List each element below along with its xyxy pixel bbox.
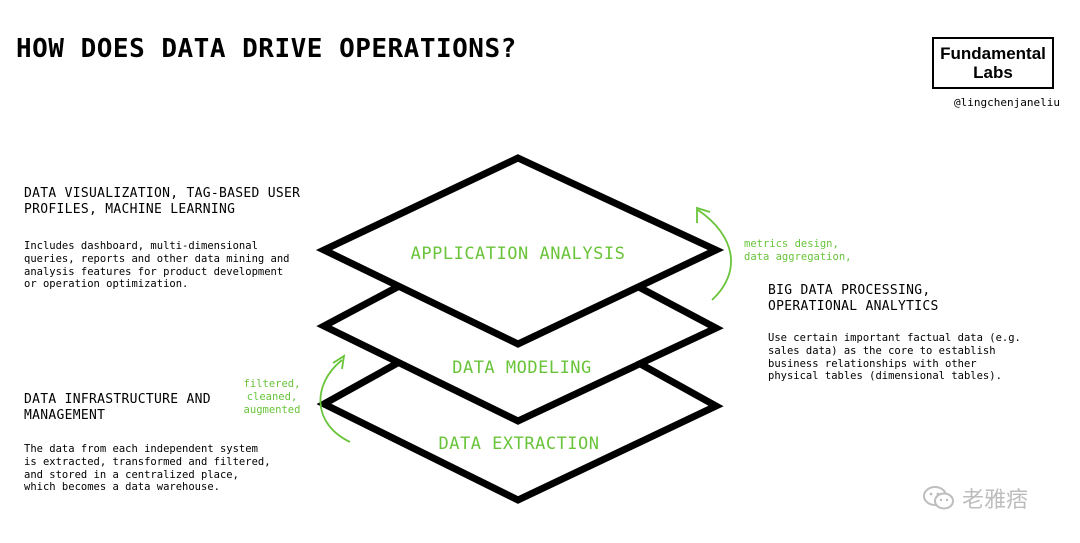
right-curved-arrow: [697, 209, 732, 301]
desc-line: is extracted, transformed and filtered,: [24, 455, 271, 468]
bottom-left-heading: DATA INFRASTRUCTURE AND MANAGEMENT: [24, 392, 211, 424]
application-analysis-layer: [315, 154, 725, 348]
layer-label-data-modeling: DATA MODELING: [452, 358, 592, 378]
wechat-icon: [923, 486, 954, 510]
right-description: Use certain important factual data (e.g.…: [768, 332, 1021, 383]
right-heading: BIG DATA PROCESSING, OPERATIONAL ANALYTI…: [768, 283, 939, 315]
page-title: HOW DOES DATA DRIVE OPERATIONS?: [16, 34, 517, 64]
left-arrow-head: [332, 354, 346, 370]
top-left-heading: DATA VISUALIZATION, TAG-BASED USER PROFI…: [24, 186, 300, 218]
desc-line: sales data) as the core to establish: [768, 344, 996, 357]
top-left-description: Includes dashboard, multi-dimensional qu…: [24, 240, 290, 291]
note-line: data aggregation,: [744, 251, 852, 263]
left-transform-note: filtered, cleaned, augmented: [242, 378, 302, 417]
watermark: 老雅痞: [922, 482, 1028, 514]
right-arrow-head: [696, 206, 711, 223]
heading-line: DATA VISUALIZATION, TAG-BASED USER: [24, 186, 301, 201]
heading-line: MANAGEMENT: [24, 408, 106, 423]
desc-line: analysis features for product developmen…: [24, 265, 284, 278]
desc-line: Includes dashboard, multi-dimensional: [24, 240, 258, 252]
layer-label-application-analysis: APPLICATION ANALYSIS: [411, 244, 626, 264]
note-line: metrics design,: [744, 238, 839, 250]
left-curved-arrow: [319, 359, 351, 443]
note-line: augmented: [243, 404, 301, 416]
heading-line: DATA INFRASTRUCTURE AND: [24, 392, 211, 407]
heading-line: BIG DATA PROCESSING,: [768, 283, 931, 298]
desc-line: physical tables (dimensional tables).: [768, 370, 1002, 383]
desc-line: queries, reports and other data mining a…: [24, 252, 290, 265]
bottom-left-description: The data from each independent system is…: [24, 443, 271, 494]
desc-line: which becomes a data warehouse.: [24, 481, 220, 494]
note-line: filtered,: [243, 378, 301, 390]
note-line: cleaned,: [246, 391, 298, 403]
logo-line-2: Labs: [973, 63, 1013, 82]
heading-line: PROFILES, MACHINE LEARNING: [24, 202, 236, 217]
desc-line: business relationships with other: [768, 357, 977, 370]
desc-line: and stored in a centralized place,: [24, 468, 239, 481]
desc-line: Use certain important factual data (e.g.: [768, 332, 1021, 344]
watermark-text: 老雅痞: [962, 488, 1029, 513]
desc-line: The data from each independent system: [24, 443, 258, 455]
right-transform-note: metrics design, data aggregation,: [744, 238, 851, 264]
desc-line: or operation optimization.: [24, 278, 189, 291]
layer-label-data-extraction: DATA EXTRACTION: [438, 434, 599, 454]
heading-line: OPERATIONAL ANALYTICS: [768, 299, 939, 314]
logo-line-1: Fundamental: [940, 44, 1046, 63]
author-handle: @lingchenjaneliu: [954, 96, 1060, 109]
brand-logo: Fundamental Labs: [932, 37, 1054, 89]
